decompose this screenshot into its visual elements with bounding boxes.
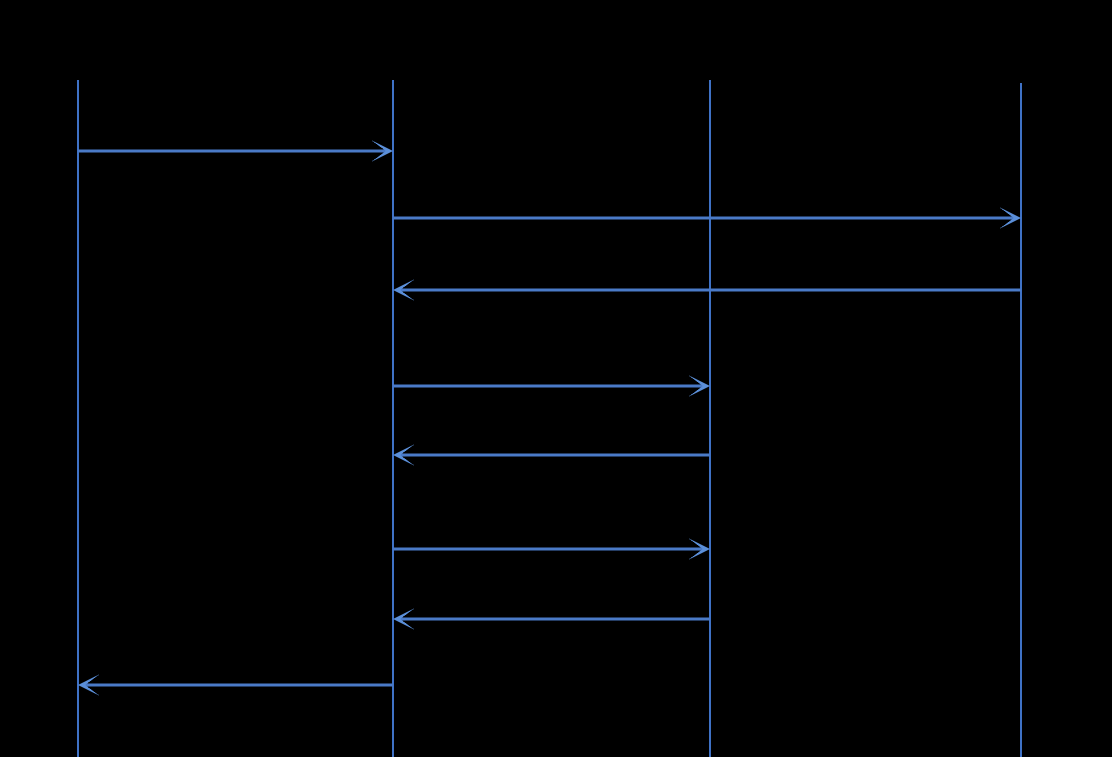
- arrowhead-3-left: [393, 279, 415, 301]
- arrowhead-1-right: [371, 140, 393, 162]
- message-4[interactable]: [393, 375, 710, 397]
- arrowhead-6-right: [688, 538, 710, 560]
- arrowhead-7-left: [393, 608, 415, 630]
- lifelines-layer: [77, 80, 1022, 757]
- message-7[interactable]: [393, 608, 710, 630]
- arrowhead-5-left: [393, 444, 415, 466]
- message-1[interactable]: [78, 140, 393, 162]
- message-5[interactable]: [393, 444, 710, 466]
- messages-layer: [78, 140, 1021, 696]
- message-6[interactable]: [393, 538, 710, 560]
- arrowhead-8-left: [78, 674, 100, 696]
- message-3[interactable]: [393, 279, 1021, 301]
- arrowhead-2-right: [999, 207, 1021, 229]
- message-8[interactable]: [78, 674, 393, 696]
- message-2[interactable]: [393, 207, 1021, 229]
- arrowhead-4-right: [688, 375, 710, 397]
